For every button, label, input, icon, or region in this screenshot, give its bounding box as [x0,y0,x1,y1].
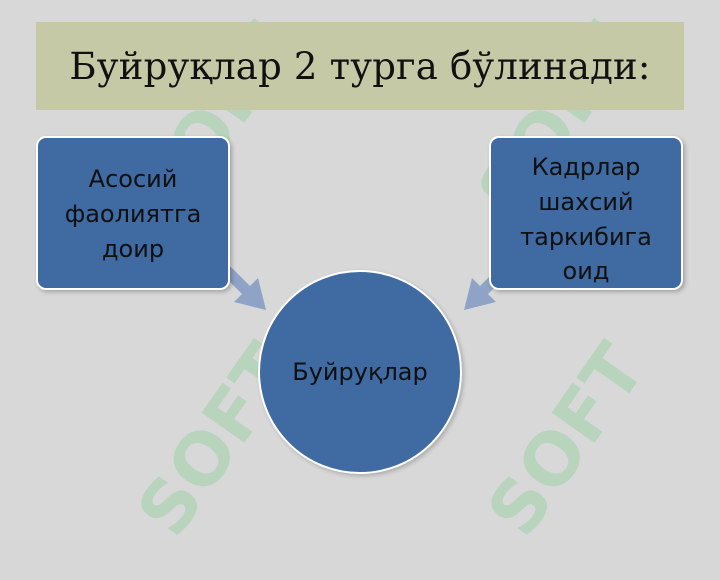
slide: SOFT SOFT SOFT SOFT Буйруқлар 2 турга бў… [36,9,684,551]
left-category-label: Асосий фаолиятга доир [64,165,202,263]
arrow-left-to-center [220,264,266,310]
right-category-box: Кадрлар шахсий таркибига оид [489,136,683,290]
slide-title: Буйруқлар 2 турга бўлинади: [69,44,651,88]
center-node: Буйруқлар [258,270,462,474]
watermark-text: SOFT [471,329,661,550]
center-node-label: Буйруқлар [292,358,428,386]
left-category-box: Асосий фаолиятга доир [36,136,230,290]
title-bar: Буйруқлар 2 турга бўлинади: [36,22,684,110]
right-category-label: Кадрлар шахсий таркибига оид [520,153,652,286]
